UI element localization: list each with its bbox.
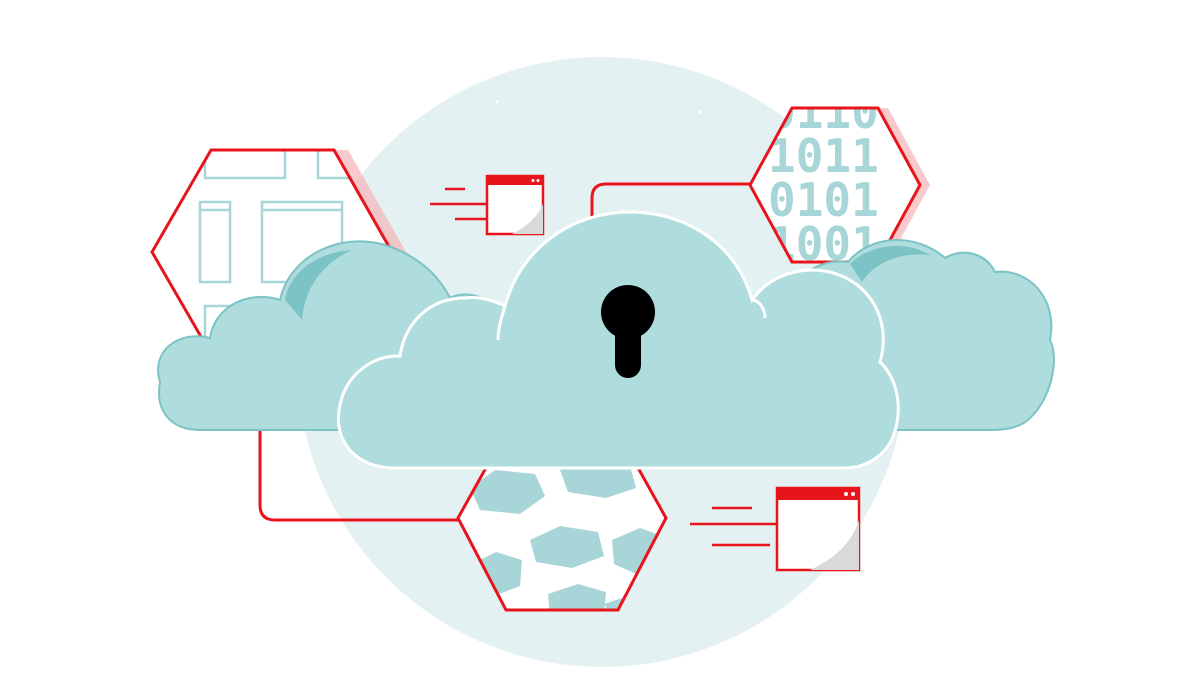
binary-row: 1011	[768, 129, 879, 183]
binary-row: 0101	[768, 173, 879, 227]
browser-window-icon-top	[430, 174, 545, 236]
hexagon-binary-code-icon: 0110 1011 0101 1001	[748, 106, 930, 264]
connector-lines	[258, 182, 752, 522]
sparkle-dots	[430, 100, 702, 130]
keyhole-icon	[601, 285, 655, 378]
browser-window-icon-bottom	[690, 486, 861, 572]
